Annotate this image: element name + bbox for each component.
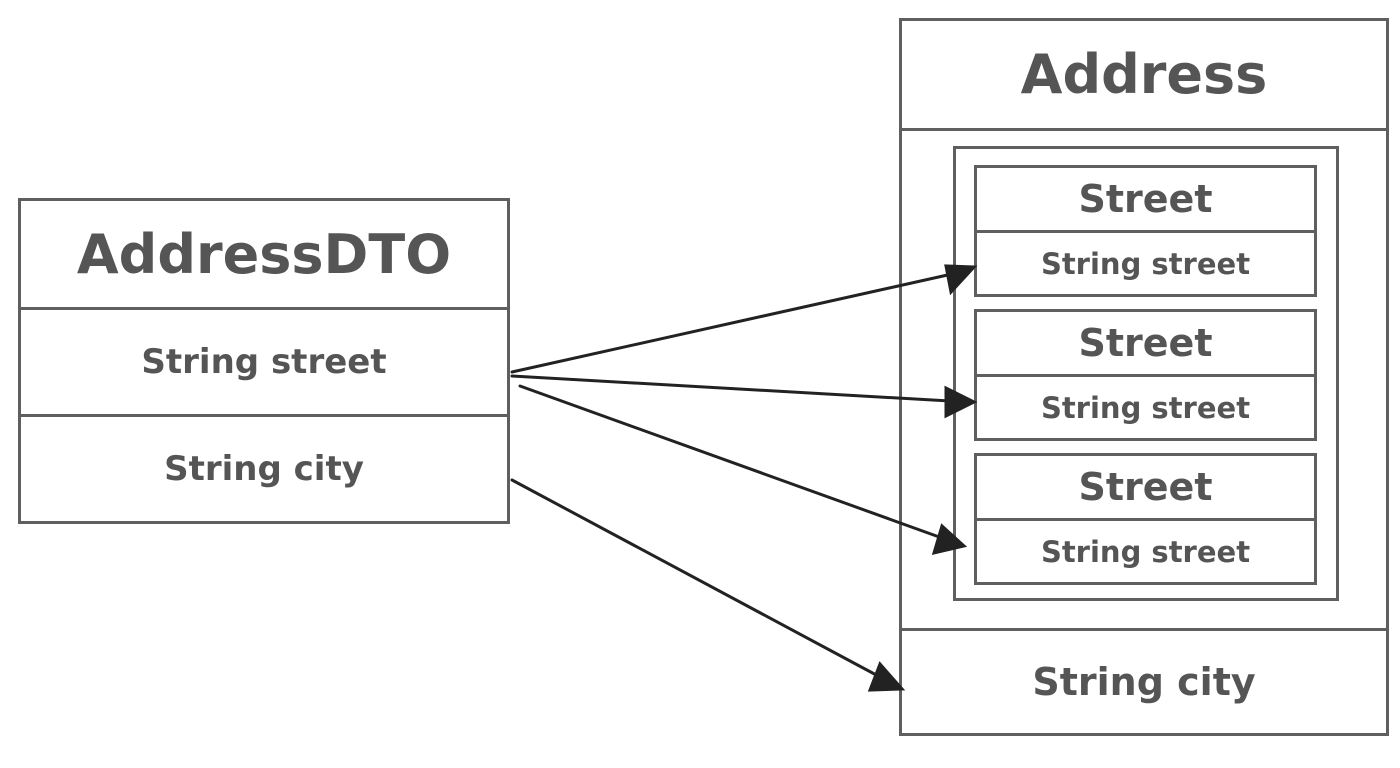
arrowhead-street-1 xyxy=(944,264,978,296)
street-field-3: String street xyxy=(1040,534,1251,569)
address-divider-title xyxy=(902,128,1386,131)
arrow-city-to-city xyxy=(510,478,882,679)
street-divider-3 xyxy=(977,518,1314,521)
arrowhead-street-2 xyxy=(944,385,978,419)
street-class-3: Street String street xyxy=(974,453,1317,585)
address-dto-field-city: String city xyxy=(164,449,364,489)
street-divider-1 xyxy=(977,230,1314,233)
arrowhead-city xyxy=(867,661,906,692)
address-class: Address Street String street Street Stri… xyxy=(899,18,1389,736)
address-dto-divider-1 xyxy=(21,307,507,310)
address-field-city: String city xyxy=(1032,660,1256,704)
street-title-3: Street xyxy=(1078,465,1213,509)
arrow-street-to-street-2 xyxy=(510,374,952,403)
address-dto-field-street: String street xyxy=(141,342,387,382)
street-title-1: Street xyxy=(1078,177,1213,221)
street-field-2: String street xyxy=(1040,390,1251,425)
address-dto-divider-2 xyxy=(21,414,507,417)
arrowhead-street-3 xyxy=(931,523,968,556)
streets-collection: Street String street Street String stree… xyxy=(953,146,1339,601)
street-divider-2 xyxy=(977,374,1314,377)
address-divider-city xyxy=(902,628,1386,631)
street-class-2: Street String street xyxy=(974,309,1317,441)
street-class-1: Street String street xyxy=(974,165,1317,297)
arrow-street-to-street-1 xyxy=(510,272,954,374)
street-title-2: Street xyxy=(1078,321,1213,365)
address-title: Address xyxy=(1020,43,1268,106)
street-field-1: String street xyxy=(1040,246,1251,281)
address-dto-title: AddressDTO xyxy=(76,222,452,286)
arrow-street-to-street-3 xyxy=(518,384,944,540)
address-dto-class: AddressDTO String street String city xyxy=(18,198,510,524)
